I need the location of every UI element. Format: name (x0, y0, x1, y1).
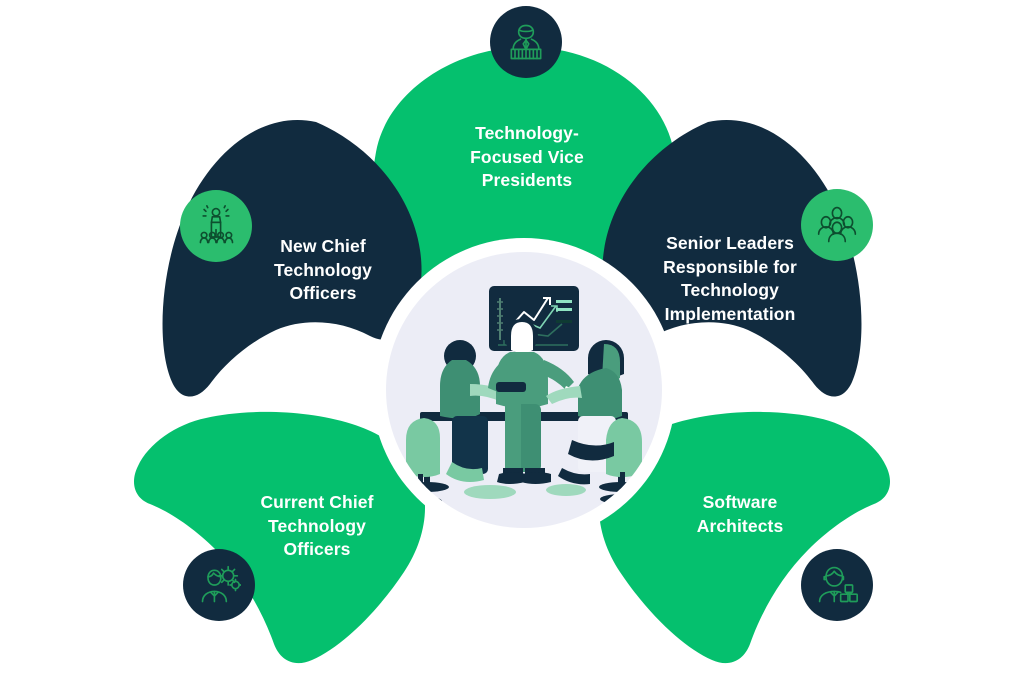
badge-senior-leaders-responsible-for-technology-implementation[interactable] (801, 189, 873, 261)
person-with-modules-icon (818, 566, 858, 603)
team-group-icon (817, 206, 857, 243)
petal-shape-left[interactable] (162, 119, 422, 397)
executive-at-desk-icon (510, 24, 542, 60)
petal-shape-top[interactable] (371, 47, 679, 326)
petal-shape-right[interactable] (602, 119, 862, 397)
petal-shape-bottom-right[interactable] (598, 411, 890, 664)
badge-software-architects[interactable] (801, 549, 873, 621)
person-with-gears-icon (201, 565, 241, 603)
speaker-at-podium-icon (199, 205, 234, 244)
badge-new-chief-technology-officers[interactable] (180, 190, 252, 262)
petal-shape-bottom-left[interactable] (134, 411, 426, 664)
badge-current-chief-technology-officers[interactable] (183, 549, 255, 621)
badge-technology-focused-vice-presidents[interactable] (490, 6, 562, 78)
